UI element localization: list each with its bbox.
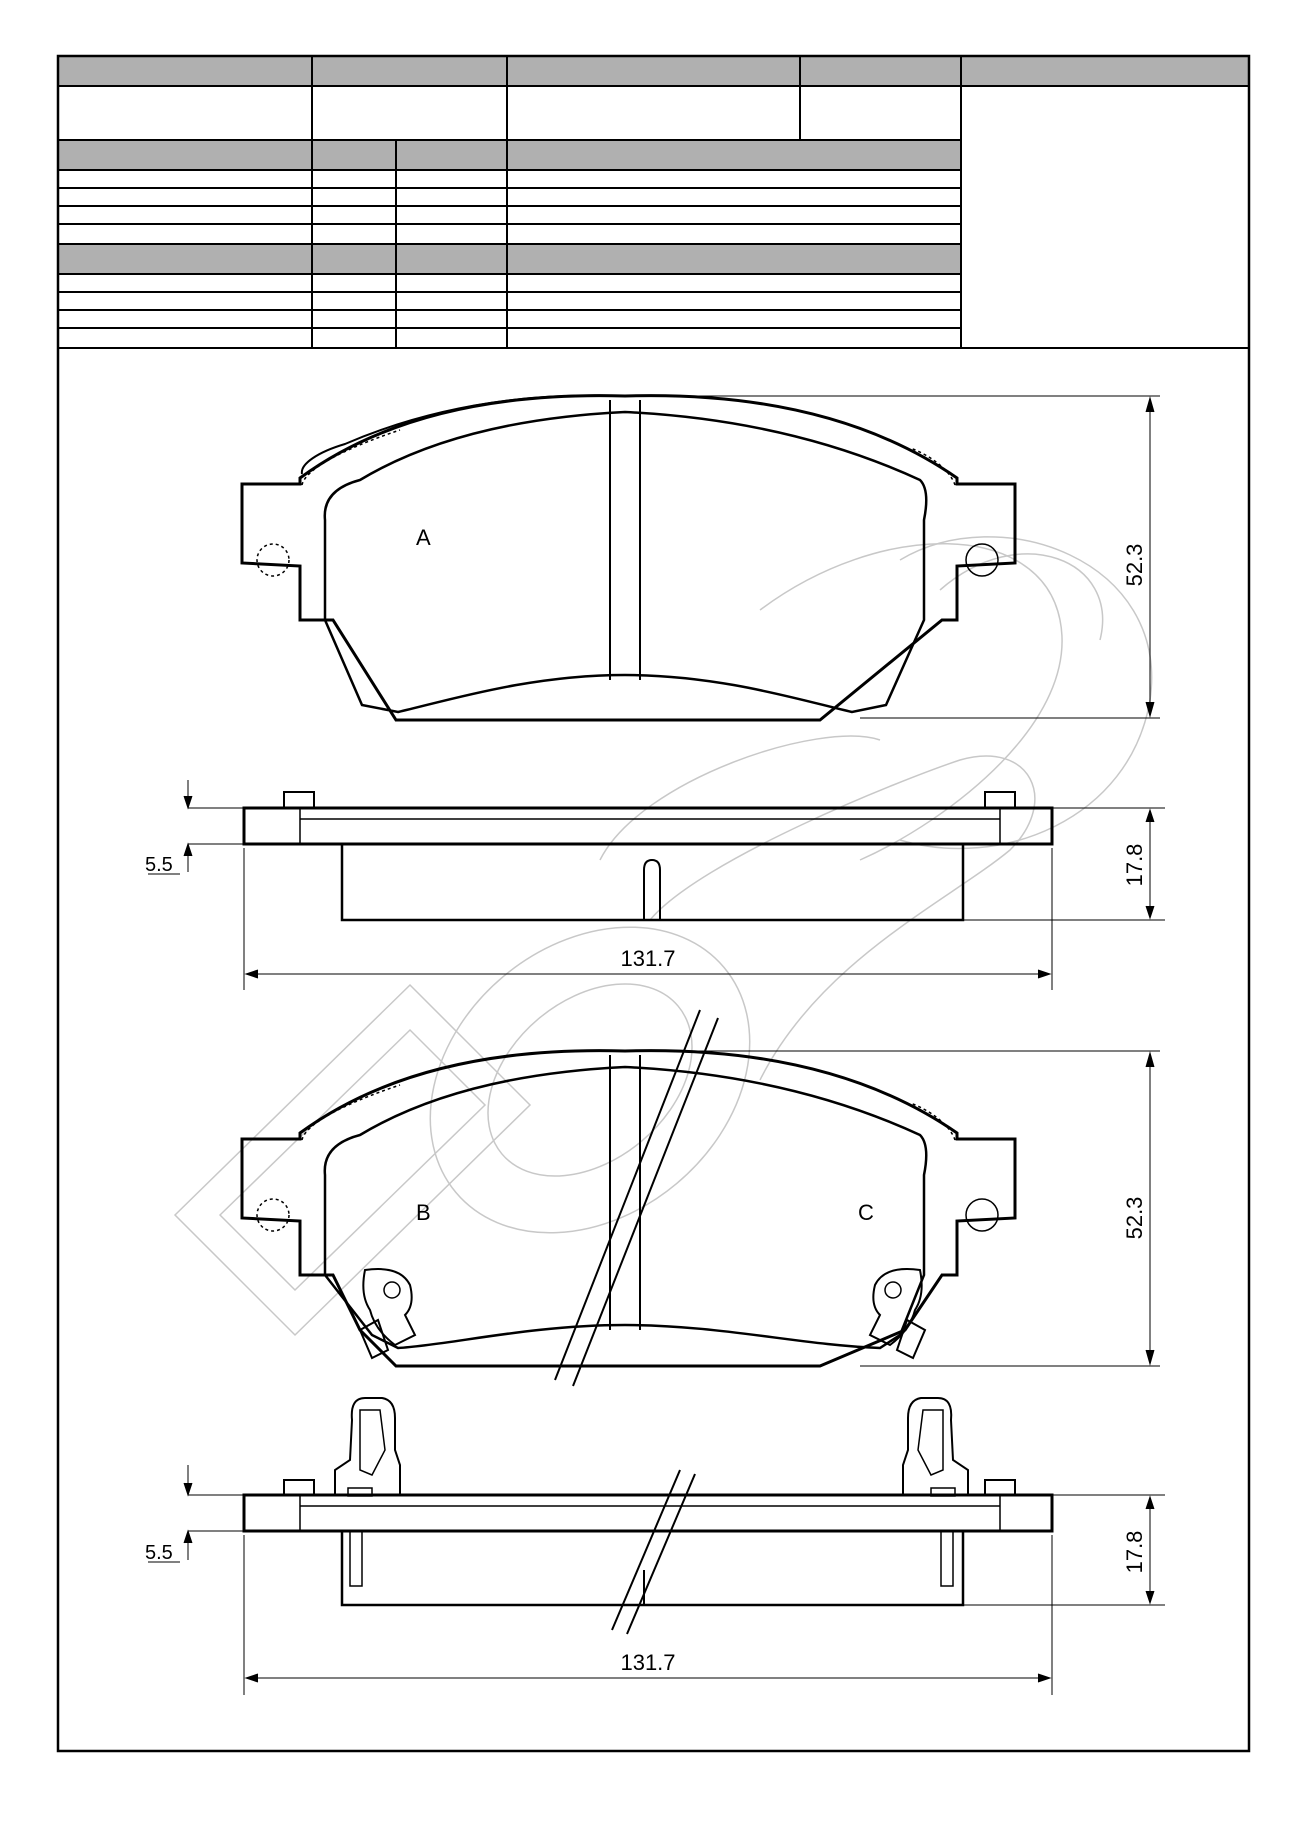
dim-thickness-top-label: 17.8 — [1122, 844, 1147, 887]
dim-width-top — [243, 848, 1053, 990]
dim-width-bottom — [243, 1535, 1053, 1695]
pad-a-side — [242, 791, 1054, 922]
dim-width-bottom-label: 131.7 — [620, 1650, 675, 1675]
dim-height-top — [640, 395, 1160, 719]
dim-thickness-top — [963, 807, 1165, 921]
dim-backplate-bottom — [148, 1465, 244, 1563]
pad-bc-face — [240, 1049, 1017, 1368]
pad-b-label: B — [416, 1200, 431, 1225]
pad-c-label: C — [858, 1200, 874, 1225]
table-section-header-2 — [58, 244, 961, 274]
table-section-header-1 — [58, 140, 961, 170]
dim-width-top-label: 131.7 — [620, 946, 675, 971]
dim-thickness-bottom — [963, 1494, 1165, 1606]
dim-height-top-label: 52.3 — [1122, 544, 1147, 587]
watermark-logo — [173, 536, 1153, 1337]
dim-thickness-bottom-label: 17.8 — [1122, 1531, 1147, 1574]
break-lines-face — [554, 1009, 719, 1387]
break-lines-side — [611, 1469, 696, 1635]
dim-backplate-top-label: 5.5 — [145, 854, 173, 876]
pad-bc-side — [242, 1397, 1054, 1607]
dim-height-bottom-label: 52.3 — [1122, 1197, 1147, 1240]
pad-a-face — [240, 394, 1017, 722]
table-header-row — [58, 56, 1249, 86]
pad-a-label: A — [416, 525, 431, 550]
dim-backplate-top — [148, 780, 244, 875]
dim-height-bottom — [640, 1050, 1160, 1367]
spec-table — [58, 56, 1249, 349]
drawing-frame — [56, 54, 1251, 1753]
dim-backplate-bottom-label: 5.5 — [145, 1542, 173, 1564]
